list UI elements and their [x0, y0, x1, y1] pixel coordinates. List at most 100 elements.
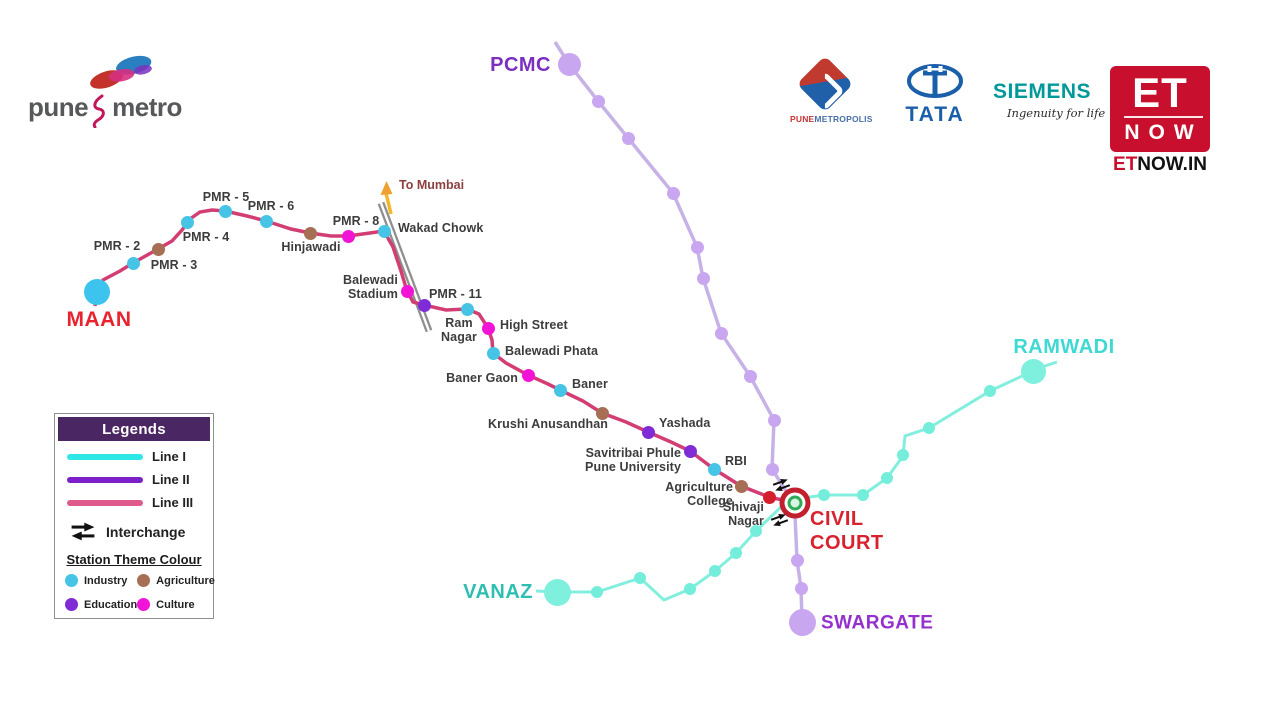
pune-metropolis-logo: PUNEMETROPOLIS	[790, 55, 872, 124]
interchange-label: Interchange	[106, 523, 186, 540]
station-dot	[707, 462, 721, 476]
terminal-dot-vanaz	[543, 578, 571, 606]
agriculture-dot-icon	[137, 574, 151, 587]
line2-station-dot	[765, 462, 779, 476]
station-label: High Street	[500, 318, 568, 332]
station-label: Balewadi Phata	[505, 344, 599, 358]
station-label: PMR - 5	[202, 190, 250, 204]
station-dot	[683, 444, 697, 458]
tata-oval-icon	[907, 64, 963, 98]
line2-station-dot	[794, 581, 808, 595]
line2-station-dot	[621, 131, 635, 145]
station-label: PMR - 11	[429, 287, 482, 301]
station-dot	[417, 298, 431, 312]
interchange-icon	[772, 479, 791, 491]
legend-row-line2: Line II	[67, 472, 203, 487]
siemens-wordmark: SIEMENS	[993, 80, 1092, 103]
station-label: PMR - 3	[150, 258, 198, 272]
station-dot	[180, 215, 194, 229]
station-label: Hinjawadi	[281, 240, 341, 254]
culture-dot-icon	[137, 598, 151, 611]
station-dot	[341, 229, 355, 243]
line1-station-dot	[750, 525, 762, 537]
terminal-label-pcmc: PCMC	[490, 53, 551, 76]
pune-metro-logo: pune metro	[28, 50, 182, 128]
station-dot	[460, 302, 474, 316]
station-dot	[481, 321, 495, 335]
station-label: Balewadi Stadium	[343, 273, 398, 301]
interchange-icon	[71, 522, 95, 541]
line2-station-dot	[743, 369, 757, 383]
station-dot	[553, 383, 567, 397]
station-dot	[762, 490, 776, 504]
theme-education: Education	[65, 598, 137, 611]
station-theme-title: Station Theme Colour	[66, 552, 202, 567]
line1-station-dot	[730, 547, 742, 559]
line1-station-dot	[709, 565, 721, 577]
theme-industry: Industry	[65, 574, 137, 587]
line1-station-dot	[857, 489, 869, 501]
terminal-label-swargate: SWARGATE	[821, 612, 934, 634]
station-dot	[259, 214, 273, 228]
pune-metro-word1: pune	[28, 92, 89, 122]
to-mumbai-arrow-shaft	[384, 192, 393, 215]
et-now-site: ETNOW.IN	[1110, 154, 1210, 176]
et-now-site-rest: NOW.IN	[1137, 154, 1207, 175]
legend-row-line1: Line I	[67, 449, 203, 464]
station-label: PMR - 8	[332, 214, 380, 228]
tata-wordmark: TATA	[905, 103, 965, 126]
station-label: RBI	[725, 454, 747, 468]
station-dot	[377, 224, 391, 238]
siemens-tagline: Ingenuity for life	[1007, 106, 1106, 120]
education-dot-icon	[65, 598, 78, 611]
line2-station-dot	[591, 94, 605, 108]
et-now-box: ET NOW	[1110, 66, 1210, 152]
education-label: Education	[84, 598, 138, 611]
line1-station-dot	[818, 489, 830, 501]
line1-swatch	[67, 453, 143, 460]
station-theme-grid: Industry Agriculture Education Culture	[65, 574, 215, 611]
industry-dot-icon	[65, 574, 78, 587]
station-dot	[521, 368, 535, 382]
terminal-dot-swargate	[788, 608, 816, 636]
station-label: Shivaji Nagar	[723, 500, 764, 528]
terminal-dot-pcmc	[557, 52, 581, 76]
pune-metropolis-diamond-icon	[796, 55, 854, 113]
station-dot	[151, 242, 165, 256]
station-dot	[303, 226, 317, 240]
station-label: Wakad Chowk	[398, 221, 484, 235]
line1-label: Line I	[152, 449, 186, 464]
tata-logo: TATA	[903, 64, 967, 127]
station-dot	[400, 284, 414, 298]
legend-title: Legends	[58, 417, 210, 441]
legend-row-interchange: Interchange	[69, 522, 203, 541]
pune-metro-word2: metro	[112, 92, 182, 122]
civil-court-label: CIVIL COURT	[810, 508, 884, 554]
line2-label: Line II	[152, 472, 190, 487]
station-label: Yashada	[659, 416, 711, 430]
culture-label: Culture	[156, 598, 195, 611]
et-now-et: ET	[1132, 69, 1188, 117]
line2-station-dot	[714, 326, 728, 340]
station-dot	[486, 346, 500, 360]
station-label: PMR - 6	[247, 199, 295, 213]
theme-agriculture: Agriculture	[137, 574, 215, 587]
station-dot	[218, 204, 232, 218]
industry-label: Industry	[84, 574, 128, 587]
station-label: Baner	[572, 377, 608, 391]
legend-row-line3: Line III	[67, 495, 203, 510]
pune-metro-ribbon-icon	[92, 94, 105, 128]
station-label: PMR - 2	[93, 239, 141, 253]
et-now-now: NOW	[1124, 115, 1203, 145]
station-label: Agriculture College	[665, 480, 733, 508]
terminal-label-ramwadi: RAMWADI	[1013, 335, 1115, 358]
line1-station-dot	[634, 572, 646, 584]
line2-station-dot	[690, 240, 704, 254]
station-label: Ram Nagar	[441, 316, 477, 344]
line3-swatch	[67, 499, 143, 506]
station-label: Baner Gaon	[446, 371, 518, 385]
line1-station-dot	[684, 583, 696, 595]
line2-station-dot	[696, 271, 710, 285]
